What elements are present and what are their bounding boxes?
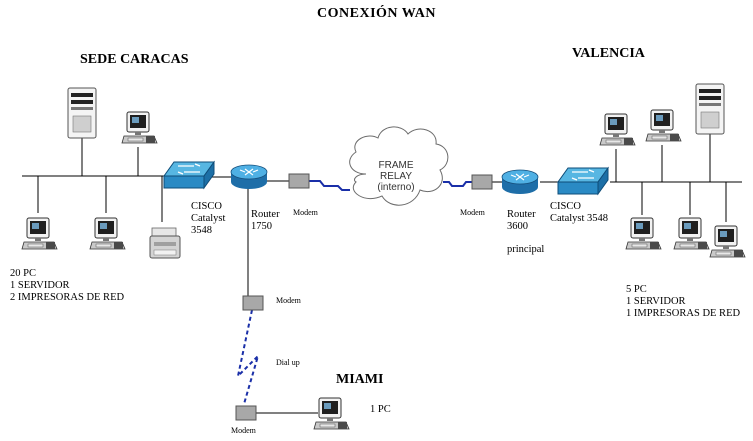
- valencia-pc-icon: [645, 109, 682, 142]
- caracas-pc-icon: [21, 217, 58, 250]
- caracas-router-label: Router 1750: [251, 209, 280, 232]
- caracas-summary: 20 PC 1 SERVIDOR 2 IMPRESORAS DE RED: [10, 268, 125, 303]
- valencia-router-label: Router 3600: [507, 209, 536, 232]
- caracas-router-icon: [230, 164, 268, 190]
- miami-site-name: MIAMI: [336, 372, 384, 387]
- miami-modem-label: Modem: [231, 426, 256, 435]
- serial-link-caracas: [309, 180, 350, 191]
- valencia-pc-icon: [625, 217, 662, 250]
- valencia-site-name: VALENCIA: [572, 46, 645, 61]
- valencia-modem-label: Modem: [460, 208, 485, 217]
- diagram-title: CONEXIÓN WAN: [317, 6, 436, 21]
- valencia-summary: 5 PC 1 SERVIDOR 1 IMPRESORAS DE RED: [626, 284, 741, 319]
- caracas-site-name: SEDE CARACAS: [80, 52, 189, 67]
- caracas-switch-label: CISCO Catalyst 3548: [191, 201, 226, 236]
- dialup-link: [236, 309, 259, 405]
- miami-pc-icon: [313, 397, 350, 430]
- valencia-pc-icon: [673, 217, 710, 250]
- caracas-modem-icon: [288, 173, 310, 189]
- valencia-modem-icon: [471, 174, 493, 190]
- caracas-switch-icon: [163, 161, 215, 189]
- valencia-switch-icon: [557, 167, 609, 195]
- caracas-pc-icon: [89, 217, 126, 250]
- miami-modem-icon: [235, 405, 257, 421]
- dialup-link-label: Dial up: [276, 358, 300, 367]
- valencia-pc-icon: [599, 113, 636, 146]
- valencia-router-icon: [501, 169, 539, 195]
- caracas-modem-label: Modem: [293, 208, 318, 217]
- frame-relay-label: FRAME RELAY (interno): [377, 160, 415, 193]
- dialup-modem-icon: [242, 295, 264, 311]
- valencia-switch-label: CISCO Catalyst 3548: [550, 201, 609, 224]
- valencia-router-note: principal: [507, 244, 545, 255]
- caracas-pc-icon: [121, 111, 158, 144]
- serial-link-valencia: [443, 181, 472, 187]
- dialup-modem-label: Modem: [276, 296, 301, 305]
- caracas-server-icon: [67, 87, 97, 139]
- frame-relay-cloud: [349, 126, 449, 206]
- miami-summary: 1 PC: [370, 404, 391, 415]
- valencia-server-icon: [695, 83, 725, 135]
- caracas-printer-icon: [149, 227, 181, 259]
- valencia-pc-icon: [709, 225, 746, 258]
